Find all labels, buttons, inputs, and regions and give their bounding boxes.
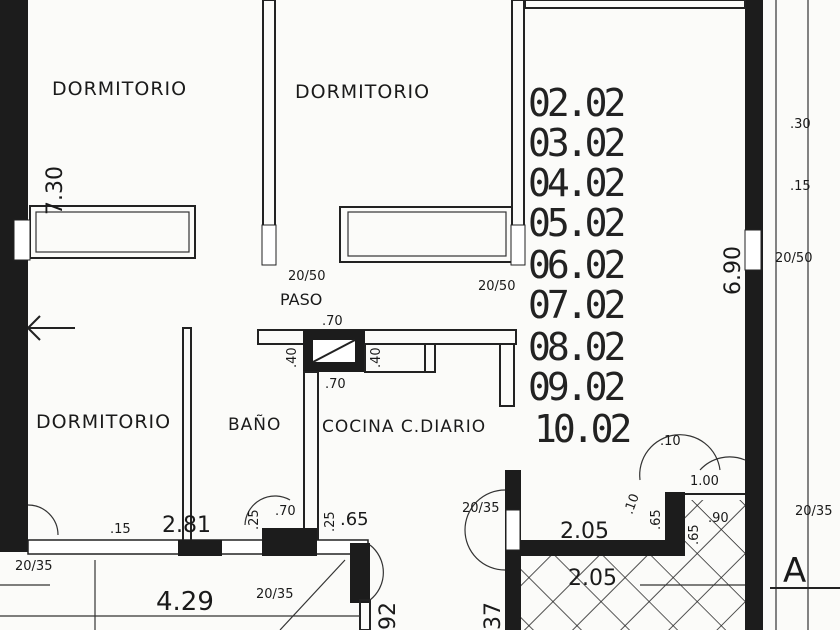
date-entry: 09.02 <box>528 365 624 409</box>
partition-wall <box>262 0 276 263</box>
stair-wall <box>520 540 685 556</box>
dimension: .10 <box>622 492 643 517</box>
counter-return <box>424 343 436 373</box>
dimension: .15 <box>110 522 131 537</box>
room-label-bathroom: BAÑO <box>228 413 281 435</box>
window-label: 20/50 <box>775 251 812 266</box>
dimension: .65 <box>340 509 369 530</box>
shelf <box>364 343 426 373</box>
dimension: .30 <box>790 117 811 132</box>
dimension: .10 <box>660 434 681 449</box>
window-label: 20/35 <box>795 504 832 519</box>
date-entry: 06.02 <box>528 243 624 287</box>
window-label: 20/50 <box>288 269 325 284</box>
closet <box>339 206 513 263</box>
dimension: 2.81 <box>162 513 211 538</box>
counter <box>257 329 517 345</box>
room-label-bedroom-2: DORMITORIO <box>295 81 430 103</box>
right-exterior-wall <box>745 0 763 630</box>
room-label-bedroom-1: DORMITORIO <box>52 78 187 100</box>
partition-wall <box>511 0 525 251</box>
closet-inner <box>35 211 190 253</box>
window-label: 20/35 <box>462 501 499 516</box>
dimension: .70 <box>322 314 343 329</box>
date-entry: 02.02 <box>528 81 624 125</box>
dimension: .70 <box>325 377 346 392</box>
date-entry: 03.02 <box>528 121 624 165</box>
duct <box>262 528 317 556</box>
dimension: .70 <box>275 504 296 519</box>
date-entry: 10.02 <box>534 407 630 451</box>
window-jamb <box>744 229 762 271</box>
window-label: 20/35 <box>15 559 52 574</box>
dimension: 1.00 <box>690 474 719 489</box>
room-label-hall: PASO <box>280 290 322 309</box>
section-marker: A <box>783 551 806 591</box>
dimension: .25 <box>247 509 262 530</box>
window-jamb <box>510 224 526 266</box>
wall-stub <box>350 543 370 603</box>
top-wall <box>524 0 746 9</box>
dimension: 37 <box>481 602 506 630</box>
window-jamb <box>261 224 277 266</box>
dimension: .15 <box>790 179 811 194</box>
left-exterior-wall <box>0 0 28 552</box>
dimension: 2.05 <box>560 519 609 544</box>
date-entry: 05.02 <box>528 201 624 245</box>
room-label-bedroom-3: DORMITORIO <box>36 411 171 433</box>
dimension: 4.29 <box>156 587 214 617</box>
dimension: .40 <box>369 347 384 368</box>
window-jamb <box>13 219 31 261</box>
partition-wall <box>303 371 319 543</box>
partition-wall <box>182 327 192 544</box>
window-label: 20/50 <box>478 279 515 294</box>
closet-inner <box>347 211 507 257</box>
column <box>178 540 222 556</box>
date-entry: 07.02 <box>528 283 624 327</box>
dimension: .25 <box>323 511 338 532</box>
dimension: .90 <box>708 511 729 526</box>
dimension: 2.05 <box>568 566 617 591</box>
counter-return <box>499 343 515 407</box>
stair-wall <box>665 492 685 554</box>
dimension: 92 <box>376 602 401 630</box>
date-list: 02.02 03.02 04.02 05.02 06.02 07.02 08.0… <box>528 81 634 451</box>
dimension: .65 <box>649 509 664 530</box>
dimension: 7.30 <box>43 166 68 215</box>
dimension: .65 <box>687 524 702 545</box>
dimension: 6.90 <box>721 246 746 295</box>
room-label-kitchen: COCINA C.DIARIO <box>322 417 486 437</box>
date-entry: 08.02 <box>528 325 624 369</box>
dimension: .40 <box>285 347 300 368</box>
date-entry: 04.02 <box>528 161 624 205</box>
window-label: 20/35 <box>256 587 293 602</box>
